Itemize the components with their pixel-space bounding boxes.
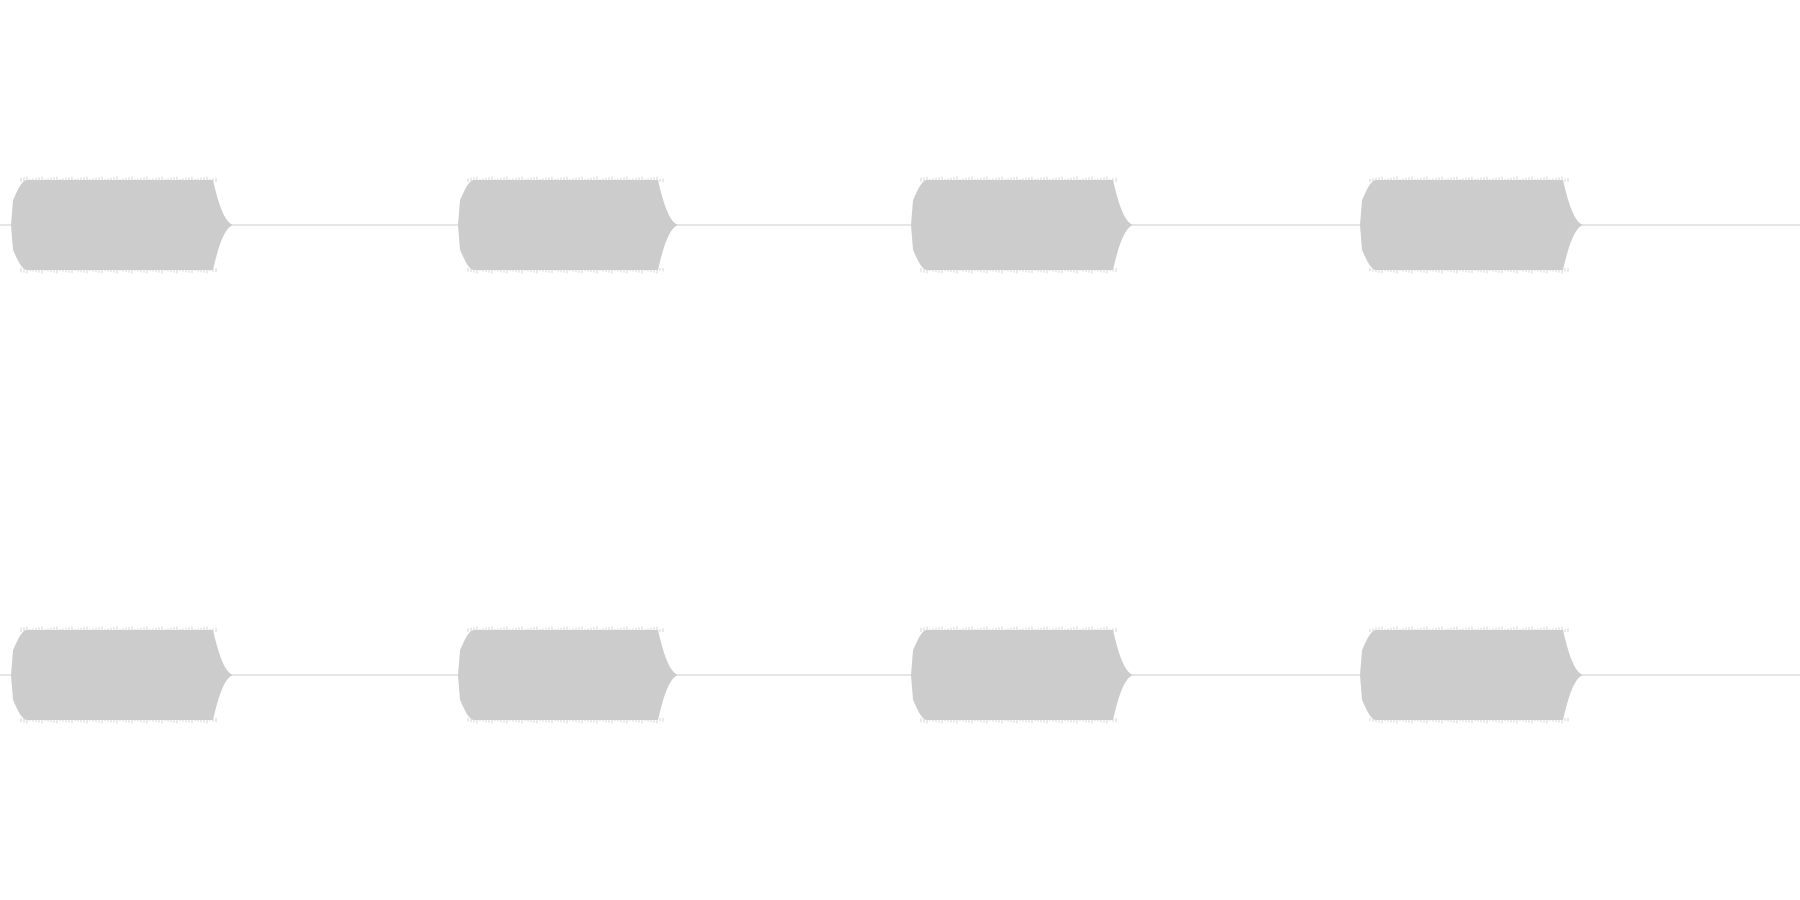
waveform-burst xyxy=(1360,626,1591,724)
waveform-burst xyxy=(1360,176,1591,274)
waveform-burst xyxy=(911,626,1141,724)
waveform-burst xyxy=(11,176,241,274)
waveform-channel-left xyxy=(0,176,1800,274)
waveform-burst xyxy=(458,626,686,724)
waveform-burst xyxy=(911,176,1141,274)
waveform-burst xyxy=(11,626,241,724)
waveform-burst xyxy=(458,176,686,274)
waveform-channel-right xyxy=(0,626,1800,724)
